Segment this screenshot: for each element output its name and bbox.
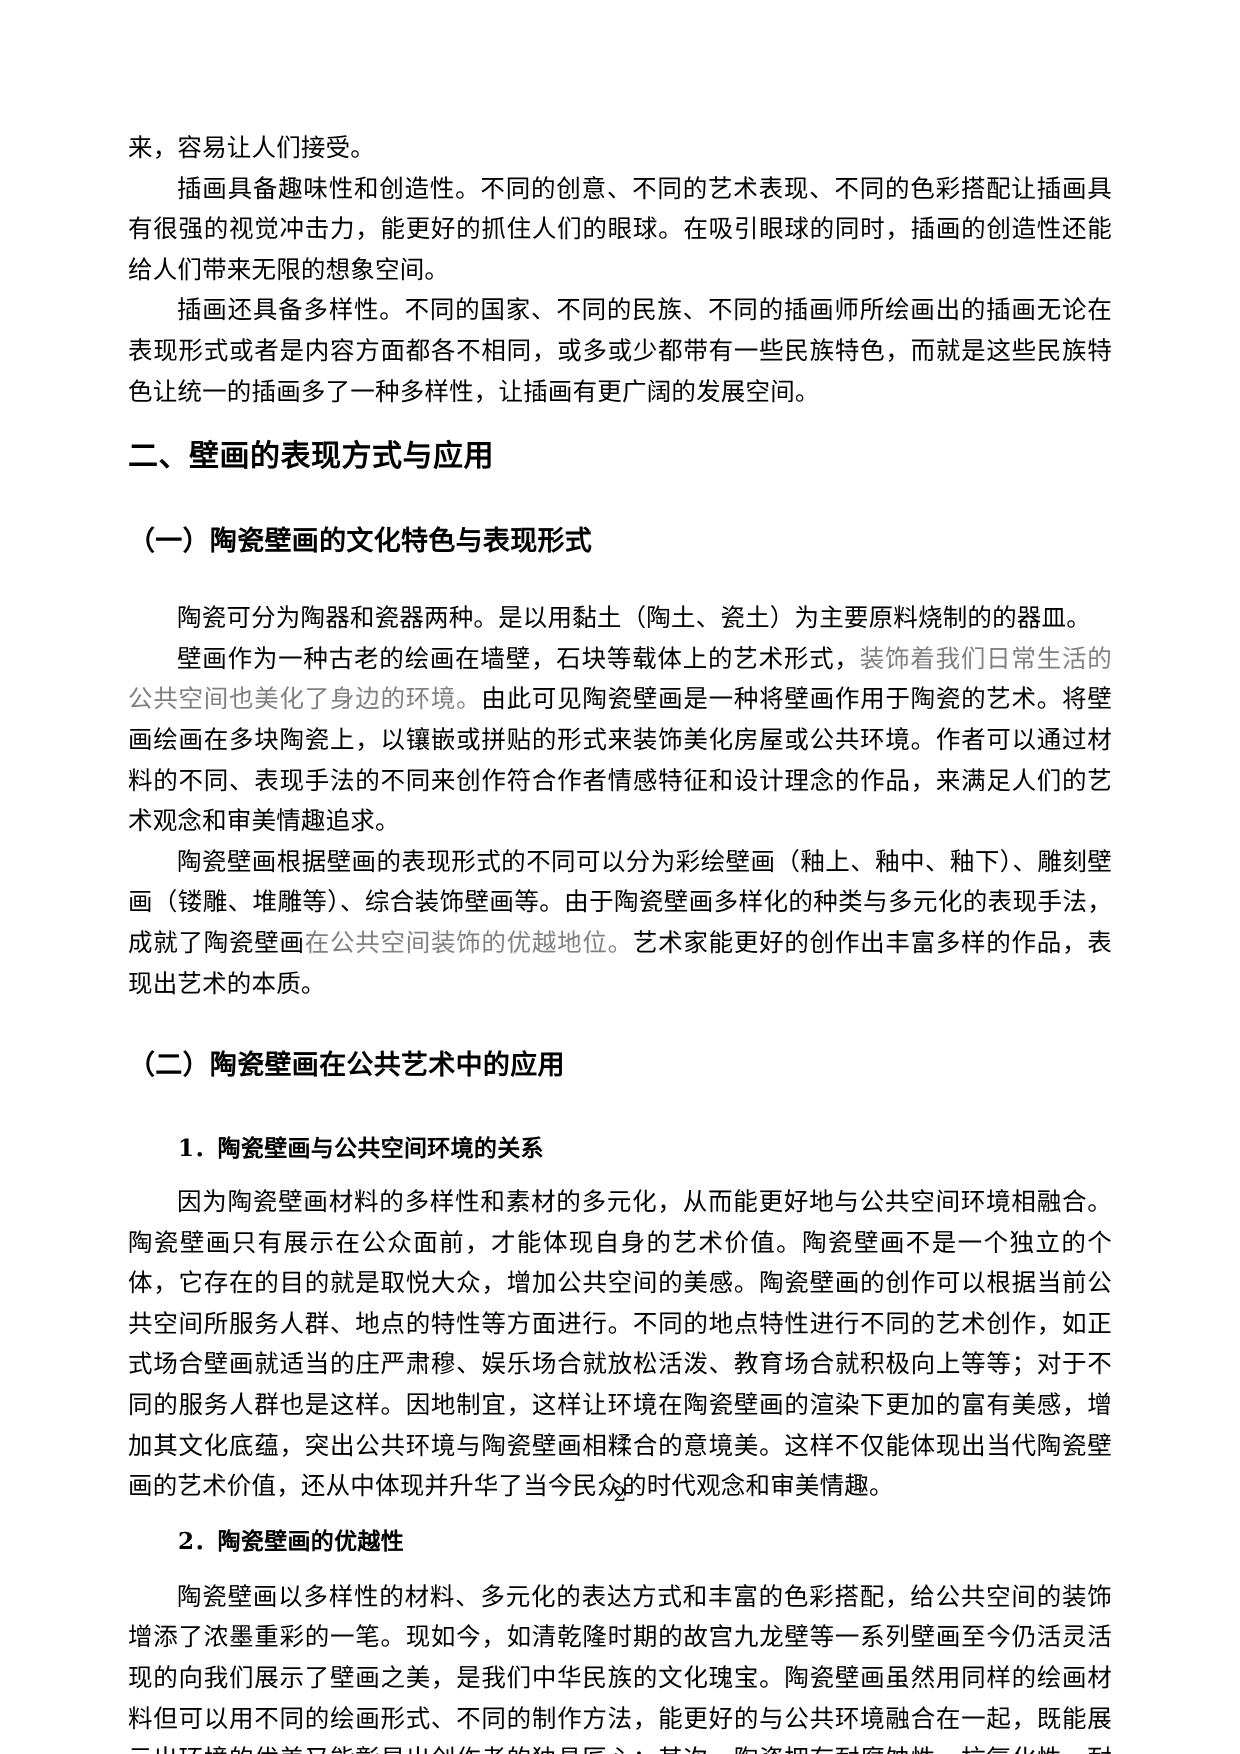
spacer [128, 562, 1112, 598]
heading-subsection-one: （一）陶瓷壁画的文化特色与表现形式 [128, 526, 593, 558]
paragraph-ceramic-mural-types: 陶瓷壁画根据壁画的表现形式的不同可以分为彩绘壁画（釉上、釉中、釉下）、雕刻壁画（… [128, 842, 1112, 1004]
text-run: 插画还具备多样性。不同的国家、不同的民族、不同的插画师所绘画出的插画无论在表现形… [128, 295, 1112, 406]
heading-subsection-two: （二）陶瓷壁画在公共艺术中的应用 [128, 1050, 565, 1082]
paragraph-ceramic-definition: 陶瓷可分为陶器和瓷器两种。是以用黏土（陶土、瓷土）为主要原料烧制的的器皿。 [128, 598, 1112, 639]
page-number: 2 [613, 1482, 627, 1506]
text-run: 陶瓷可分为陶器和瓷器两种。是以用黏土（陶土、瓷土）为主要原料烧制的的器皿。 [177, 603, 1091, 633]
heading-section-two: 二、壁画的表现方式与应用 [128, 439, 494, 475]
spacer [128, 478, 1112, 522]
paragraph-illustration-interest: 插画具备趣味性和创造性。不同的创意、不同的艺术表现、不同的色彩搭配让插画具有很强… [128, 169, 1112, 291]
spacer [128, 1122, 1112, 1130]
paragraph-mural-artform: 壁画作为一种古老的绘画在墙壁，石块等载体上的艺术形式，装饰着我们日常生活的公共空… [128, 639, 1112, 842]
spacer [128, 1168, 1112, 1182]
heading-item-1: 1．陶瓷壁画与公共空间环境的关系 [178, 1135, 544, 1163]
text-run-muted: 在公共空间装饰的优越地位。 [304, 927, 633, 957]
text-run: 插画具备趣味性和创造性。不同的创意、不同的艺术表现、不同的色彩搭配让插画具有很强… [128, 173, 1112, 284]
spacer [128, 1004, 1112, 1046]
text-run: 来，容易让人们接受。 [128, 133, 375, 162]
paragraph-intro-continuation: 来，容易让人们接受。 [128, 128, 1112, 169]
text-run: 因为陶瓷壁画材料的多样性和素材的多元化，从而能更好地与公共空间环境相融合。陶瓷壁… [128, 1187, 1112, 1501]
paragraph-ceramic-advantages: 陶瓷壁画以多样性的材料、多元化的表达方式和丰富的色彩搭配，给公共空间的装饰增添了… [128, 1577, 1112, 1754]
spacer [128, 1507, 1112, 1523]
page-content: 来，容易让人们接受。 插画具备趣味性和创造性。不同的创意、不同的艺术表现、不同的… [128, 128, 1112, 1754]
paragraph-illustration-diversity: 插画还具备多样性。不同的国家、不同的民族、不同的插画师所绘画出的插画无论在表现形… [128, 290, 1112, 412]
text-run: 壁画作为一种古老的绘画在墙壁，石块等载体上的艺术形式， [177, 643, 860, 673]
text-run-muted: 装饰着我们日常生活的公共空间也美化了身边的环境。 [128, 643, 1112, 714]
text-run: 艺术家能更好的创作出丰富多样的作品，表现出艺术的本质。 [128, 927, 1112, 998]
spacer [128, 1086, 1112, 1122]
spacer [128, 1561, 1112, 1577]
text-run: 由此可见陶瓷壁画是一种将壁画作用于陶瓷的艺术。将壁画绘画在多块陶瓷上，以镶嵌或拼… [128, 684, 1112, 836]
spacer [128, 412, 1112, 436]
paragraph-relationship-public-space: 因为陶瓷壁画材料的多样性和素材的多元化，从而能更好地与公共空间环境相融合。陶瓷壁… [128, 1182, 1112, 1507]
heading-item-2: 2．陶瓷壁画的优越性 [178, 1527, 405, 1555]
text-run: 陶瓷壁画以多样性的材料、多元化的表达方式和丰富的色彩搭配，给公共空间的装饰增添了… [128, 1581, 1112, 1754]
text-run: 陶瓷壁画根据壁画的表现形式的不同可以分为彩绘壁画（釉上、釉中、釉下）、雕刻壁画（… [128, 846, 1112, 957]
